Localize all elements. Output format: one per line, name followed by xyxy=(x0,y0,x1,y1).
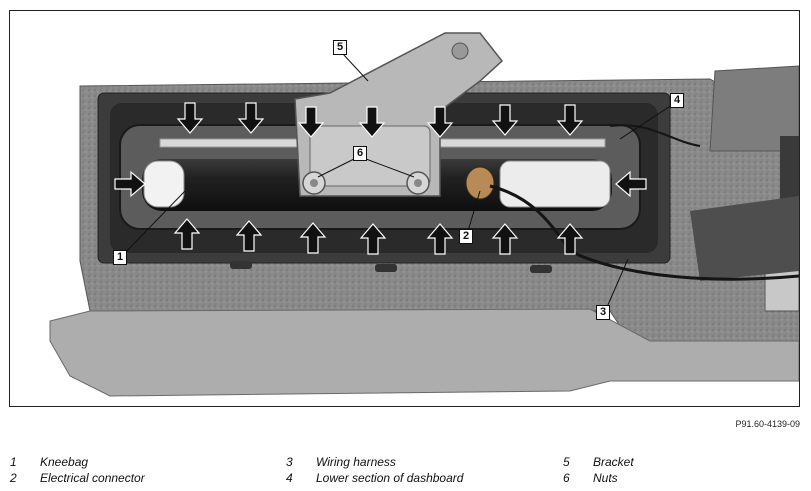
legend-number: 4 xyxy=(286,471,293,485)
down-arrow-icon xyxy=(556,104,584,136)
legend-number: 6 xyxy=(563,471,570,485)
kneebag-left-cap xyxy=(143,160,185,208)
callout-4: 4 xyxy=(670,93,684,108)
legend-label: Kneebag xyxy=(40,455,89,469)
leader-lines xyxy=(121,53,676,308)
dashboard-right-frame xyxy=(709,65,799,152)
down-arrows xyxy=(176,102,584,138)
callout-3: 3 xyxy=(596,305,610,320)
legend-label: Nuts xyxy=(593,471,618,485)
up-arrows xyxy=(173,218,584,255)
down-arrow-icon xyxy=(237,102,265,134)
down-arrow-icon xyxy=(426,106,454,138)
legend-number: 3 xyxy=(286,455,293,469)
down-arrow-icon xyxy=(297,106,325,138)
kneebag-illustration: 1 2 3 4 5 6 xyxy=(9,10,800,407)
up-arrow-icon xyxy=(491,223,519,255)
legend-number: 2 xyxy=(10,471,17,485)
right-duct xyxy=(690,196,799,281)
nut-right-core xyxy=(414,179,422,187)
bracket-hole xyxy=(451,42,469,60)
panel-slot xyxy=(375,264,397,272)
nut-left-core xyxy=(310,179,318,187)
kneebag-label xyxy=(499,160,611,208)
down-arrow-icon xyxy=(491,104,519,136)
panel-slot xyxy=(530,265,552,273)
callout-1: 1 xyxy=(113,250,127,265)
up-arrow-icon xyxy=(359,223,387,255)
legend-label: Bracket xyxy=(593,455,634,469)
legend-label: Lower section of dashboard xyxy=(316,471,464,485)
up-arrow-icon xyxy=(299,222,327,254)
up-arrow-icon xyxy=(426,223,454,255)
wiring-harness-shape xyxy=(489,184,799,281)
right-arrow-icon xyxy=(114,170,146,198)
figure-code: P91.60-4139-09 xyxy=(735,419,800,429)
callout-2: 2 xyxy=(459,229,473,244)
legend-number: 5 xyxy=(563,455,570,469)
down-arrow-icon xyxy=(358,106,386,138)
left-arrow-icon xyxy=(615,170,647,198)
callout-5: 5 xyxy=(333,40,347,55)
kneebag-drawing xyxy=(49,32,799,397)
wiring-harness-upper xyxy=(609,124,701,147)
callout-6: 6 xyxy=(353,146,367,161)
electrical-connector-shape xyxy=(465,166,495,200)
up-arrow-icon xyxy=(173,218,201,250)
up-arrow-icon xyxy=(556,223,584,255)
panel-slot xyxy=(230,261,252,269)
legend-label: Wiring harness xyxy=(316,455,396,469)
up-arrow-icon xyxy=(235,220,263,252)
legend-label: Electrical connector xyxy=(40,471,145,485)
trim-panel xyxy=(49,308,799,397)
legend-number: 1 xyxy=(10,455,17,469)
down-arrow-icon xyxy=(176,102,204,134)
